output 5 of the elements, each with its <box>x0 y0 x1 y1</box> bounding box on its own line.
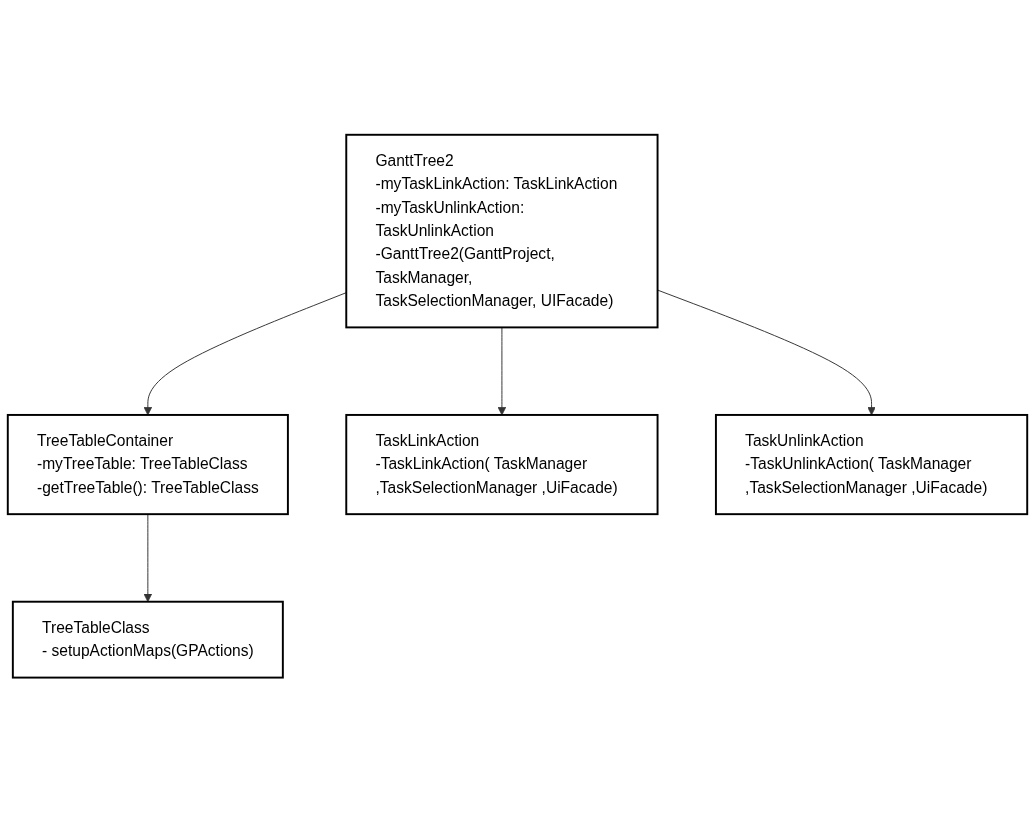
node-box: TaskLinkAction -TaskLinkAction( TaskManager ,TaskSelectionManager ,UiFacade) <box>345 414 659 516</box>
node-box: TreeTableContainer -myTreeTable: TreeTableClass -getTreeTable(): TreeTableClass <box>6 414 289 516</box>
node-box: TaskUnlinkAction -TaskUnlinkAction( TaskManager ,TaskSelectionManager ,UiFacade) <box>714 414 1029 516</box>
node-box: TreeTableClass - setupActionMaps(GPActions) <box>11 601 284 679</box>
node-box: GanttTree2 -myTaskLinkAction: TaskLinkAction -myTaskUnlinkAction: TaskUnlinkAction -GanttTree2(GanttProject, TaskManager, TaskSelectionManager, UIFacade) <box>345 134 659 329</box>
